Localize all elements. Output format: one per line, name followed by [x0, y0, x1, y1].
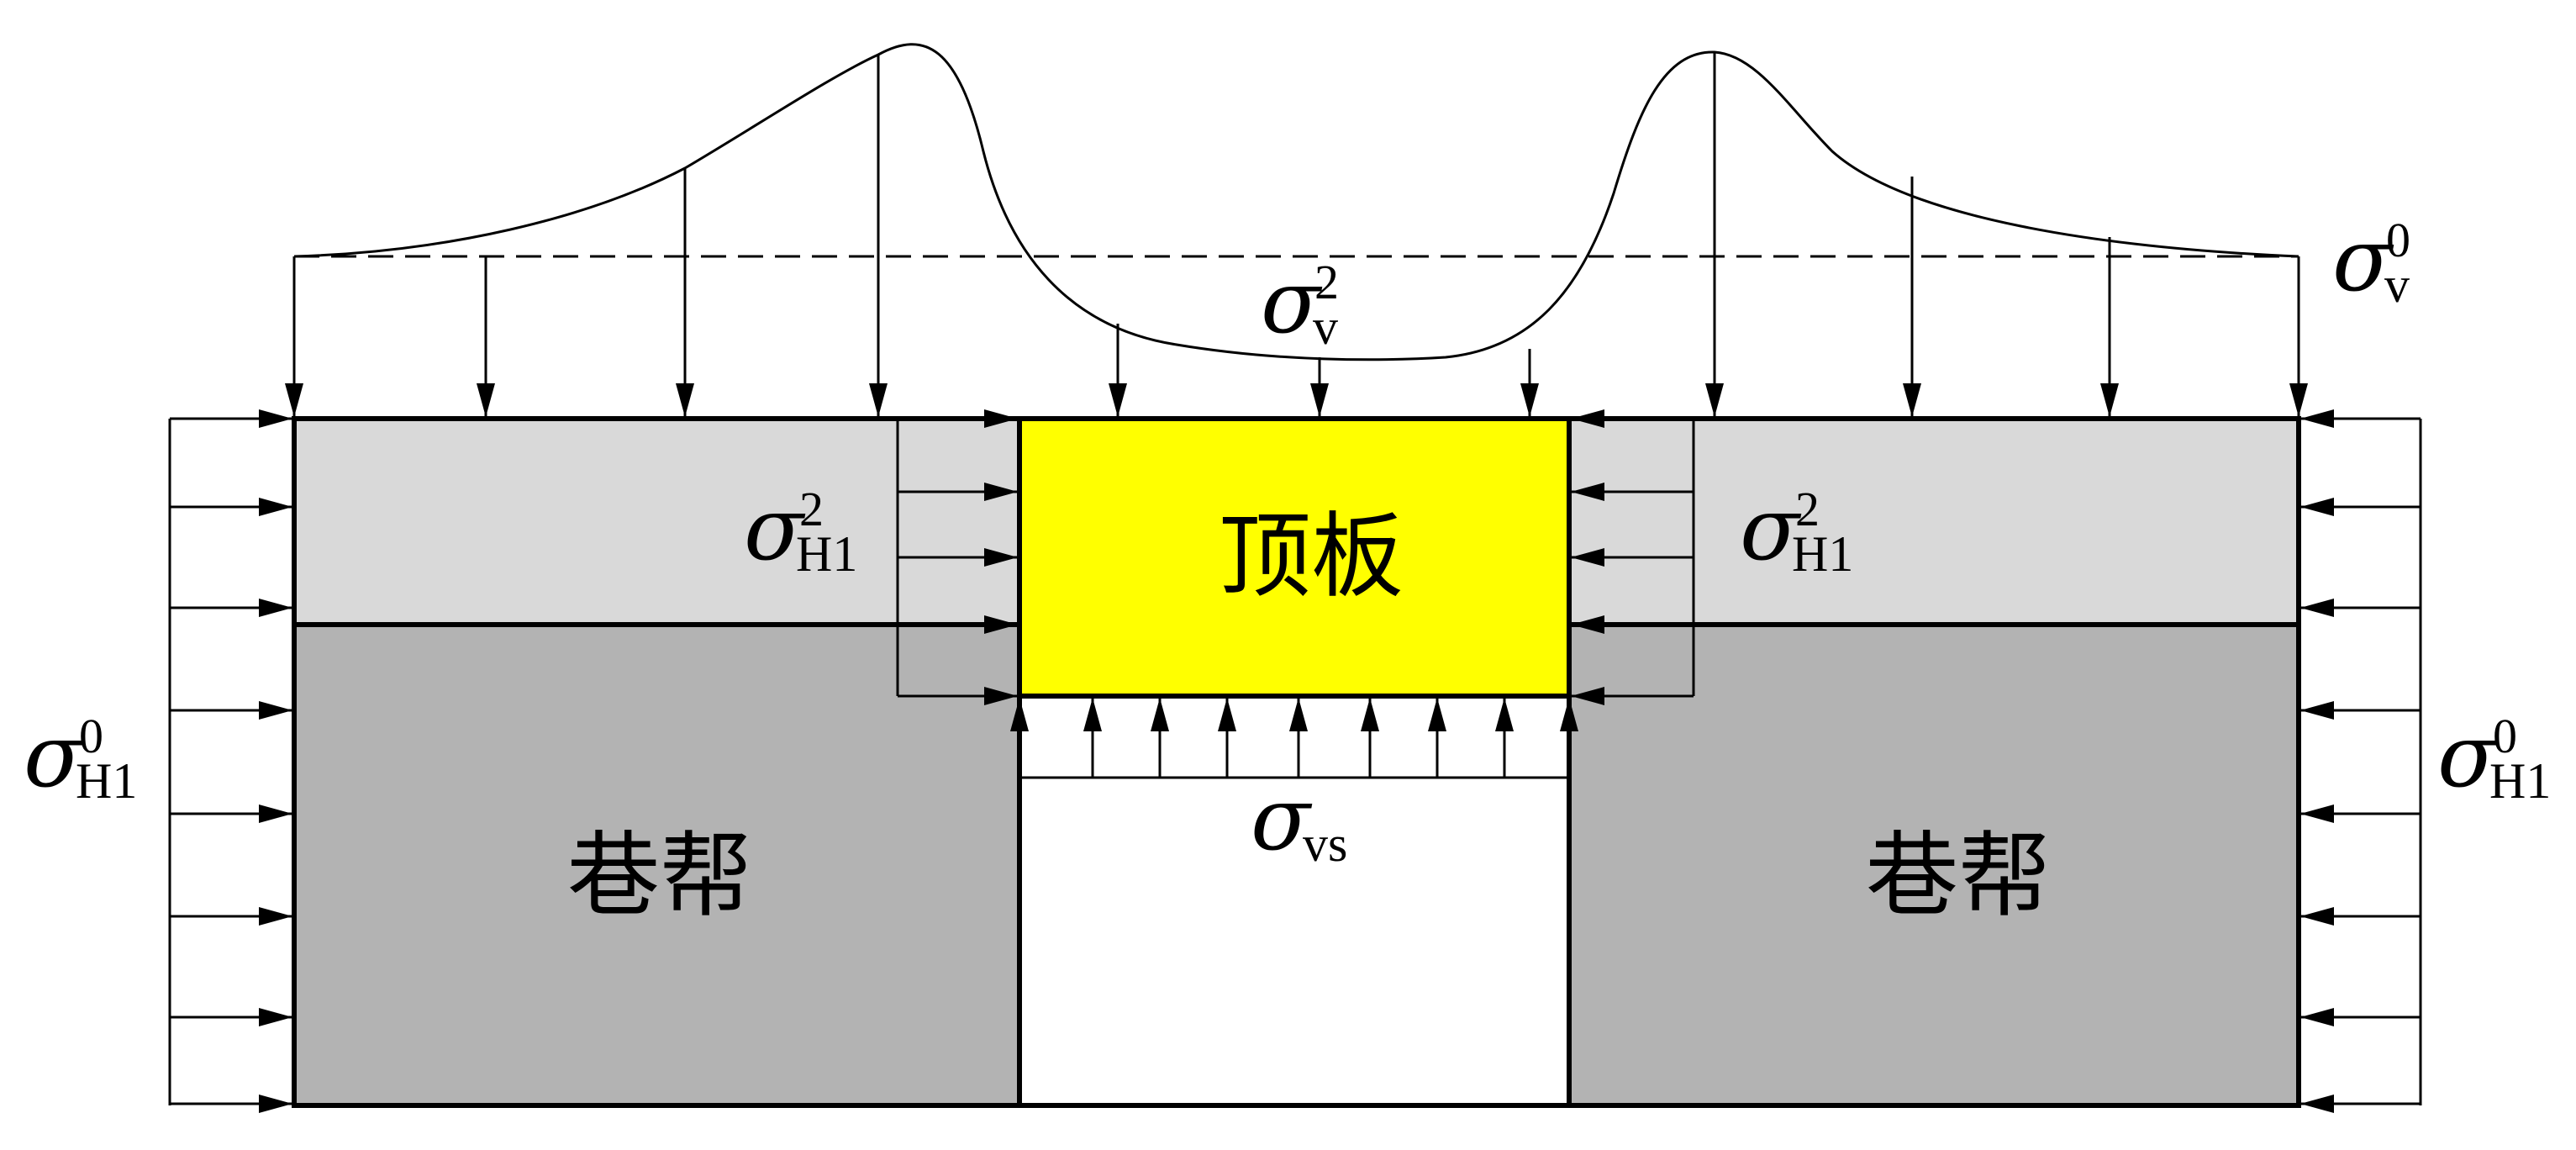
sigma-H1-0-right-symbol: σ H1 0	[2437, 704, 2551, 809]
sigma-H1-0-right-sup: 0	[2493, 709, 2517, 763]
sigma-H1-0-left-symbol: σ H1 0	[24, 704, 137, 809]
support-resistance	[1010, 698, 1578, 779]
roof-block	[1019, 419, 1569, 696]
sigma-v-curve	[293, 43, 2299, 361]
upper-layer-left	[294, 419, 1019, 625]
roadway-opening	[1019, 696, 1569, 1105]
sigma-v2-symbol: σ v 2	[1261, 251, 1339, 355]
horizontal-arrows	[170, 409, 2421, 1113]
sigma-H1-2-right-sup: 2	[1795, 482, 1820, 536]
rib-left-label: 巷帮	[567, 822, 752, 930]
sigma-H1-2-left-symbol: σ H1 2	[744, 477, 857, 582]
sigma-H1-2-right-base: σ	[1740, 477, 1802, 580]
vertical-load-arrows	[285, 52, 2308, 417]
upper-layer-right	[1569, 419, 2299, 625]
sigma-v0-sup: 0	[2386, 213, 2410, 267]
sigma-H1-0-right-base: σ	[2437, 704, 2500, 807]
sigma-H1-2-left-sup: 2	[799, 482, 824, 536]
vertical-stress-distribution	[285, 43, 2308, 417]
sigma-H1-0-left-sub: H1	[76, 753, 137, 809]
sigma-H1-0-right-sub: H1	[2489, 753, 2551, 809]
sigma-H1-2-left-sub: H1	[796, 526, 857, 582]
sigma-vs-base: σ	[1251, 768, 1313, 870]
sigma-v0-symbol: σ v 0	[2332, 208, 2410, 313]
sigma-H1-0-left-base: σ	[24, 704, 86, 807]
sigma-v2-sub: v	[1313, 299, 1338, 355]
sigma-vs-sub: vs	[1303, 816, 1347, 872]
strata-regions	[294, 419, 2299, 1105]
sigma-v2-sup: 2	[1314, 255, 1339, 309]
sigma-H1-2-right-symbol: σ H1 2	[1740, 477, 1853, 582]
sigma-H1-0-left-sup: 0	[79, 709, 103, 763]
horizontal-load-arrows	[168, 409, 2422, 1113]
roof-outline	[1017, 416, 1572, 699]
rib-left-region	[294, 625, 1019, 1105]
sigma-v2-base: σ	[1261, 251, 1323, 353]
sigma-v0-base: σ	[2332, 208, 2394, 311]
support-arrows	[1010, 698, 1578, 778]
sigma-vs-symbol: σ vs	[1251, 768, 1347, 872]
sigma-H1-2-right-sub: H1	[1792, 526, 1853, 582]
sigma-H1-2-left-base: σ	[744, 477, 806, 580]
rib-right-region	[1569, 625, 2299, 1105]
roof-label: 顶板	[1219, 503, 1404, 610]
rib-right-label: 巷帮	[1866, 822, 2051, 930]
sigma-v0-sub: v	[2384, 257, 2410, 313]
